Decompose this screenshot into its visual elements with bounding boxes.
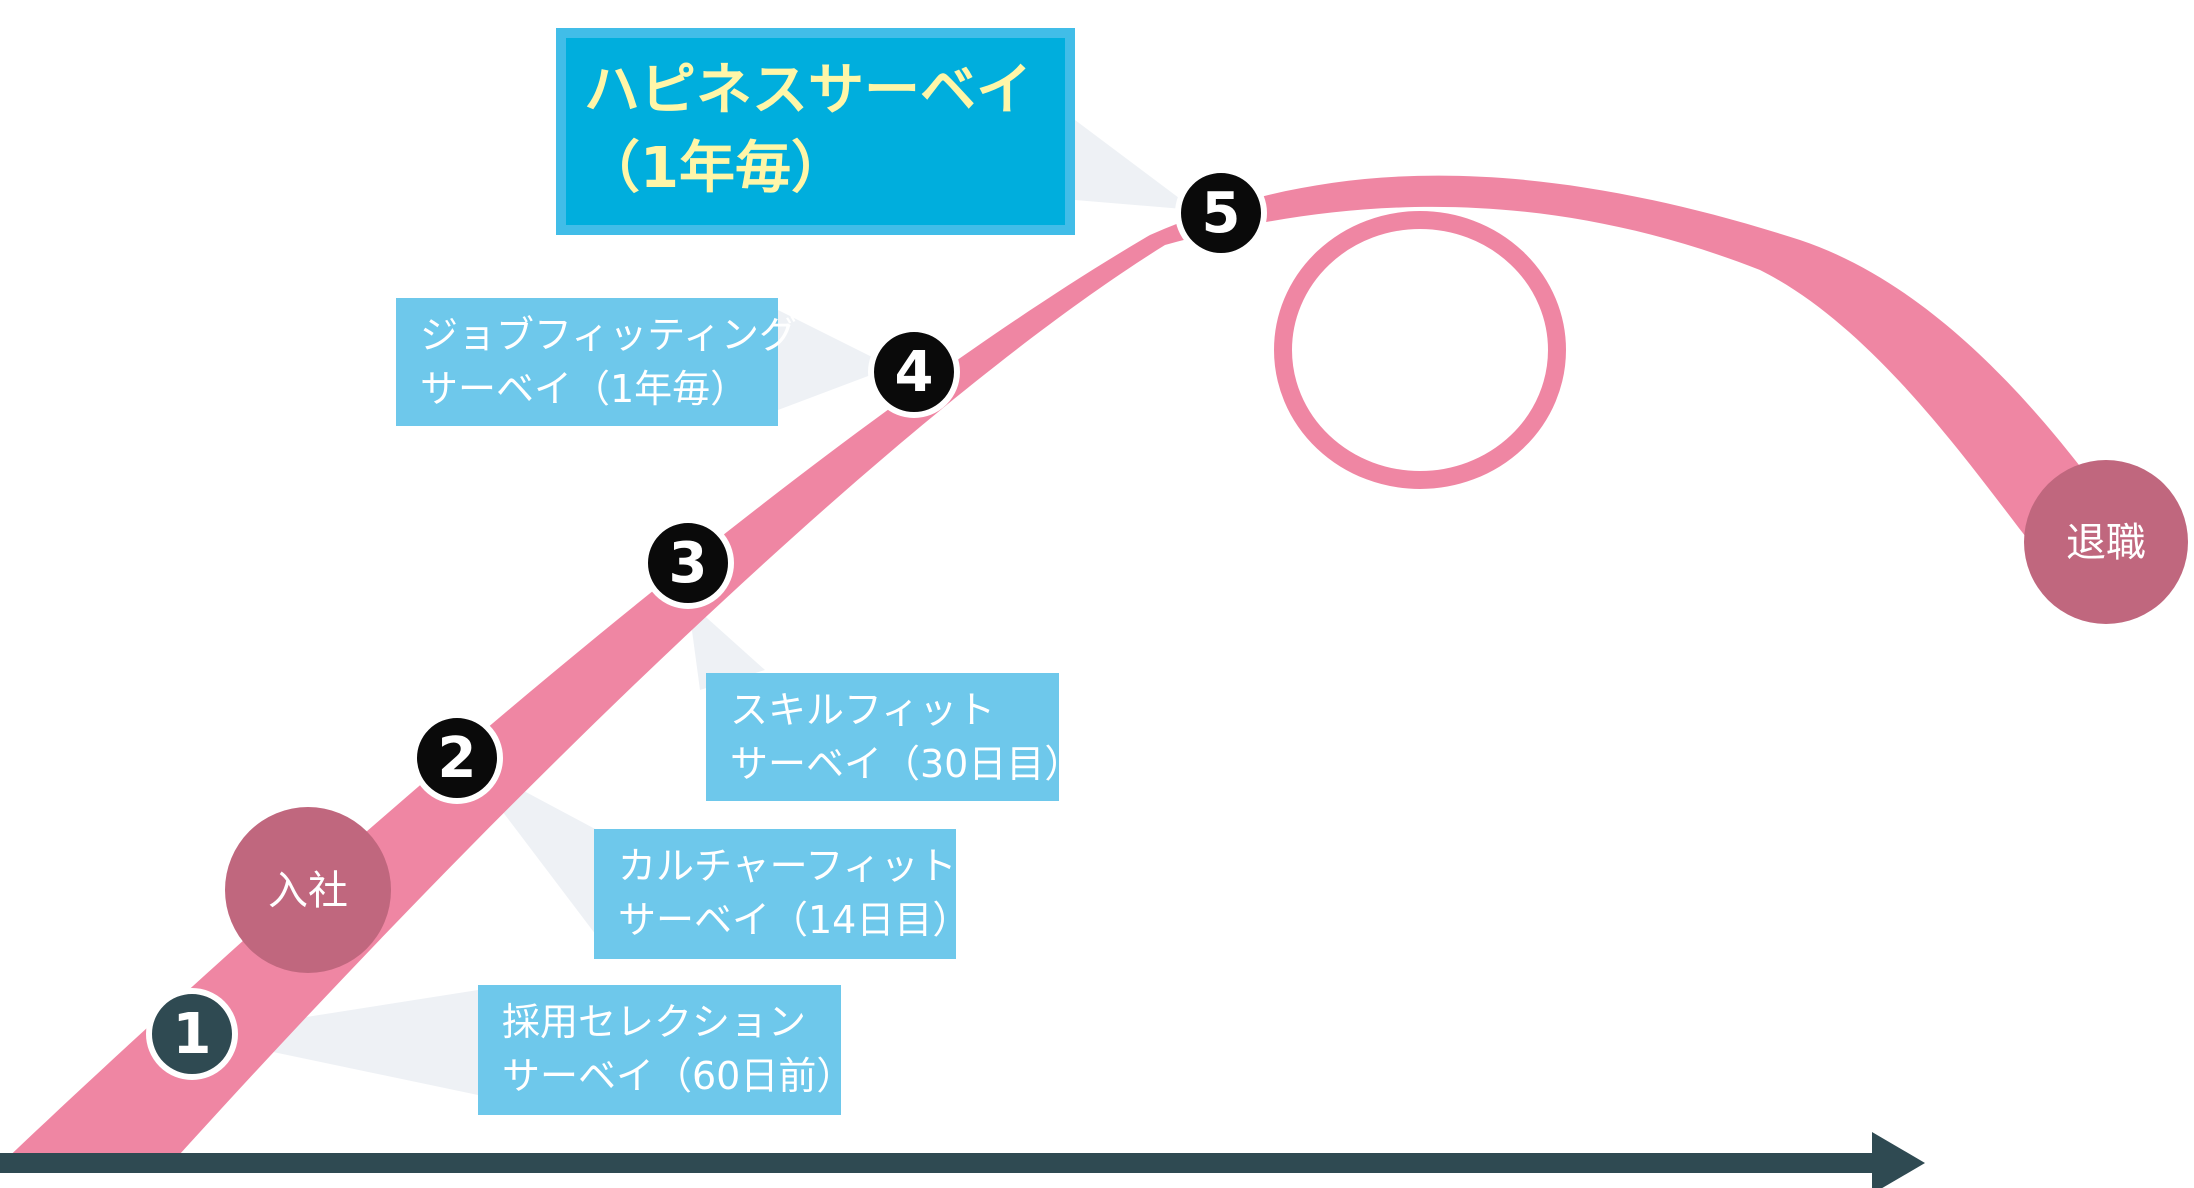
step-1-title: 採用セレクション: [502, 1000, 807, 1044]
step-3-circle: [642, 517, 734, 609]
step-5-highlight-label: ハピネスサーベイ （1年毎）: [556, 28, 1075, 235]
step-2-number: 2: [438, 726, 477, 791]
step-3-title: スキルフィット: [730, 688, 996, 732]
step-1-subtitle: サーベイ（60日前）: [502, 1054, 855, 1098]
timeline-arrowhead: [1872, 1132, 1925, 1188]
step-1-circle: [146, 988, 238, 1080]
step-5-subtitle: （1年毎）: [584, 136, 847, 201]
callout-pointer-3: [688, 601, 765, 690]
step-5-title: ハピネスサーベイ: [584, 58, 1032, 123]
step-4-number: 4: [895, 340, 934, 405]
callout-pointer-4: [778, 310, 892, 410]
callout-pointer-1: [192, 990, 478, 1095]
step-2-label: カルチャーフィット サーベイ（14日目）: [594, 829, 971, 959]
step-3-label: スキルフィット サーベイ（30日目）: [706, 673, 1083, 801]
step-2-title: カルチャーフィット: [618, 844, 957, 888]
step-4-title: ジョブフィッティング: [420, 313, 797, 357]
career-loop: [1274, 211, 1566, 489]
step-4-circle: [868, 326, 960, 418]
step-5-number: 5: [1202, 181, 1241, 246]
step-2-subtitle: サーベイ（14日目）: [618, 898, 971, 942]
callout-pointer-5: [1075, 120, 1195, 210]
start-milestone-label: 入社: [268, 868, 348, 914]
step-3-number: 3: [669, 531, 708, 596]
step-4-subtitle: サーベイ（1年毎）: [420, 367, 749, 411]
step-4-label: ジョブフィッティング サーベイ（1年毎）: [396, 298, 797, 426]
step-5-circle: [1175, 167, 1267, 259]
step-1-number: 1: [173, 1002, 212, 1067]
start-milestone-circle: [225, 807, 391, 973]
step-2-circle: [411, 712, 503, 804]
end-milestone-label: 退職: [2066, 520, 2146, 566]
step-1-label: 採用セレクション サーベイ（60日前）: [478, 985, 855, 1115]
step-3-subtitle: サーベイ（30日目）: [730, 742, 1083, 786]
timeline-axis: [0, 1153, 1885, 1173]
end-milestone-circle: [2024, 460, 2188, 624]
